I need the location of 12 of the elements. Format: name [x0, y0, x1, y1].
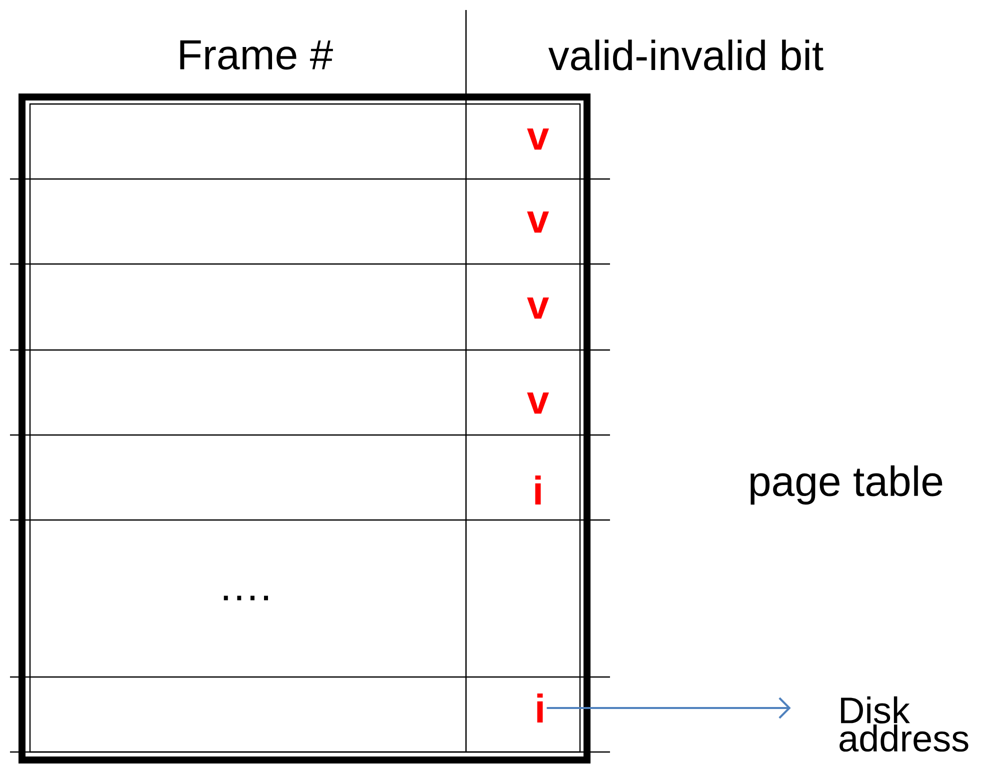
- bit-value: v: [527, 128, 549, 150]
- bit-value: v: [527, 297, 549, 319]
- arrow: [546, 697, 791, 719]
- bit-value: i: [537, 694, 543, 722]
- bit-value: i: [535, 476, 541, 504]
- column-header: valid-invalid bit: [548, 40, 824, 70]
- table-caption: page table: [750, 465, 942, 505]
- bit-value: v: [527, 211, 549, 233]
- disk-address-text: Disk address: [840, 696, 968, 752]
- bit-value: v: [527, 392, 549, 414]
- ellipsis: ….: [224, 596, 268, 600]
- column-header: Frame #: [180, 40, 333, 70]
